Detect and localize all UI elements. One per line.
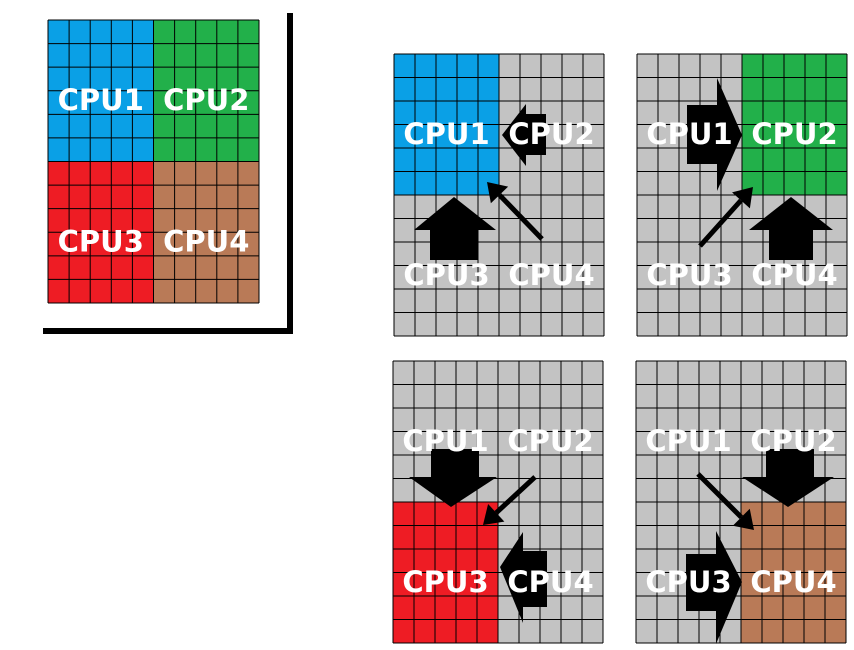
arrow-down-from-cpu2 (742, 449, 834, 507)
overview-divider-bracket (43, 13, 293, 334)
arrow-head (487, 182, 509, 204)
label-cpu3: CPU3 (58, 225, 144, 259)
arrow-up-from-cpu3 (414, 197, 496, 260)
arrow-diagonal-from-cpu3 (698, 187, 753, 248)
label-cpu2: CPU2 (751, 117, 837, 151)
label-cpu1: CPU1 (646, 117, 732, 151)
arrow-right-from-cpu3 (686, 531, 742, 644)
grid-lines (47, 19, 260, 304)
arrow-right-from-cpu1 (687, 78, 742, 191)
label-cpu2: CPU2 (508, 117, 594, 151)
label-cpu1: CPU1 (58, 83, 144, 117)
arrow-shaft (497, 193, 544, 241)
label-cpu2: CPU2 (750, 424, 836, 458)
arrow-diagonal-from-cpu2 (483, 475, 537, 525)
label-cpu1: CPU1 (403, 117, 489, 151)
arrow-left-from-cpu2 (502, 104, 546, 166)
arrow-head (732, 508, 754, 530)
arrow-down-from-cpu1 (409, 449, 497, 507)
label-cpu4: CPU4 (751, 258, 837, 292)
arrow-shaft (494, 475, 537, 515)
arrow-head (483, 503, 505, 525)
arrow-left-from-cpu4 (500, 532, 547, 623)
label-cpu3: CPU3 (646, 258, 732, 292)
label-cpu4: CPU4 (508, 258, 594, 292)
label-cpu3: CPU3 (402, 565, 488, 599)
label-cpu2: CPU2 (507, 424, 593, 458)
grid-lines (636, 53, 848, 337)
label-cpu3: CPU3 (645, 565, 731, 599)
label-cpu1: CPU1 (645, 424, 731, 458)
arrow-shaft (698, 198, 743, 248)
grid-lines (392, 360, 604, 644)
label-cpu4: CPU4 (507, 565, 593, 599)
arrow-head (732, 187, 753, 209)
label-cpu2: CPU2 (163, 83, 249, 117)
label-cpu1: CPU1 (402, 424, 488, 458)
arrow-diagonal-from-cpu4 (487, 182, 544, 241)
grid-lines (393, 53, 605, 337)
label-cpu3: CPU3 (403, 258, 489, 292)
label-cpu4: CPU4 (163, 225, 249, 259)
arrow-diagonal-from-cpu1 (696, 472, 754, 530)
arrow-shaft (696, 472, 744, 520)
label-cpu4: CPU4 (750, 565, 836, 599)
arrow-up-from-cpu4 (749, 197, 833, 260)
